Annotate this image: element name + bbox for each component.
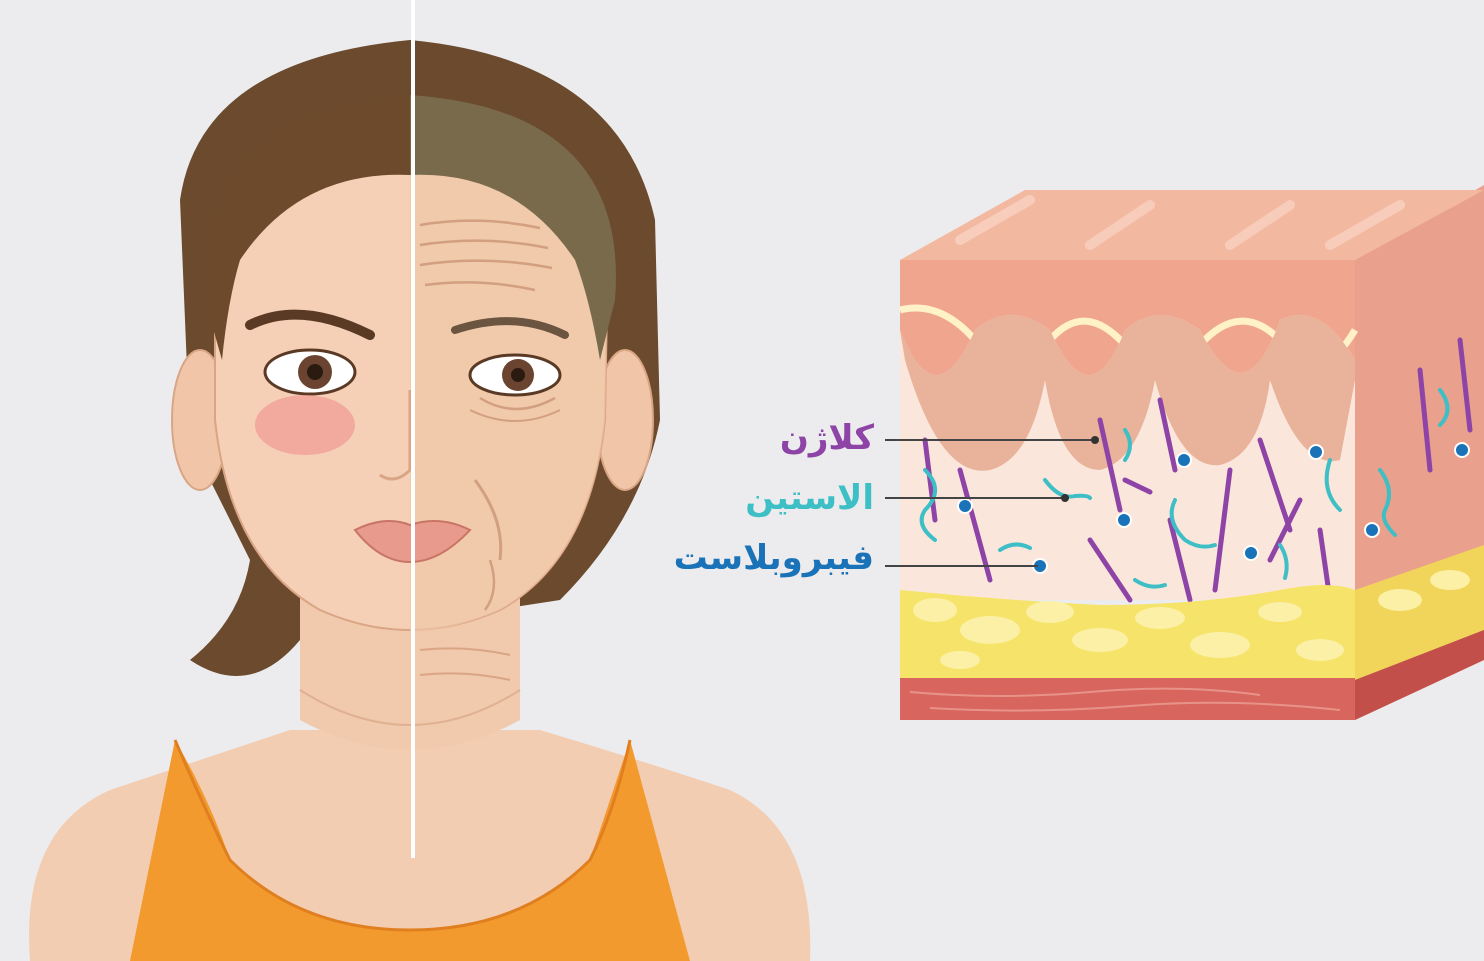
elastin-label: الاستین (745, 478, 874, 518)
cheek-blush (255, 395, 355, 455)
fibroblast-label: فیبروبلاست (674, 538, 874, 578)
muscle-layer (900, 678, 1355, 720)
skin-cross-section (900, 185, 1484, 720)
collagen-label: کلاژن (780, 418, 874, 458)
woman-face-illustration (29, 0, 810, 961)
